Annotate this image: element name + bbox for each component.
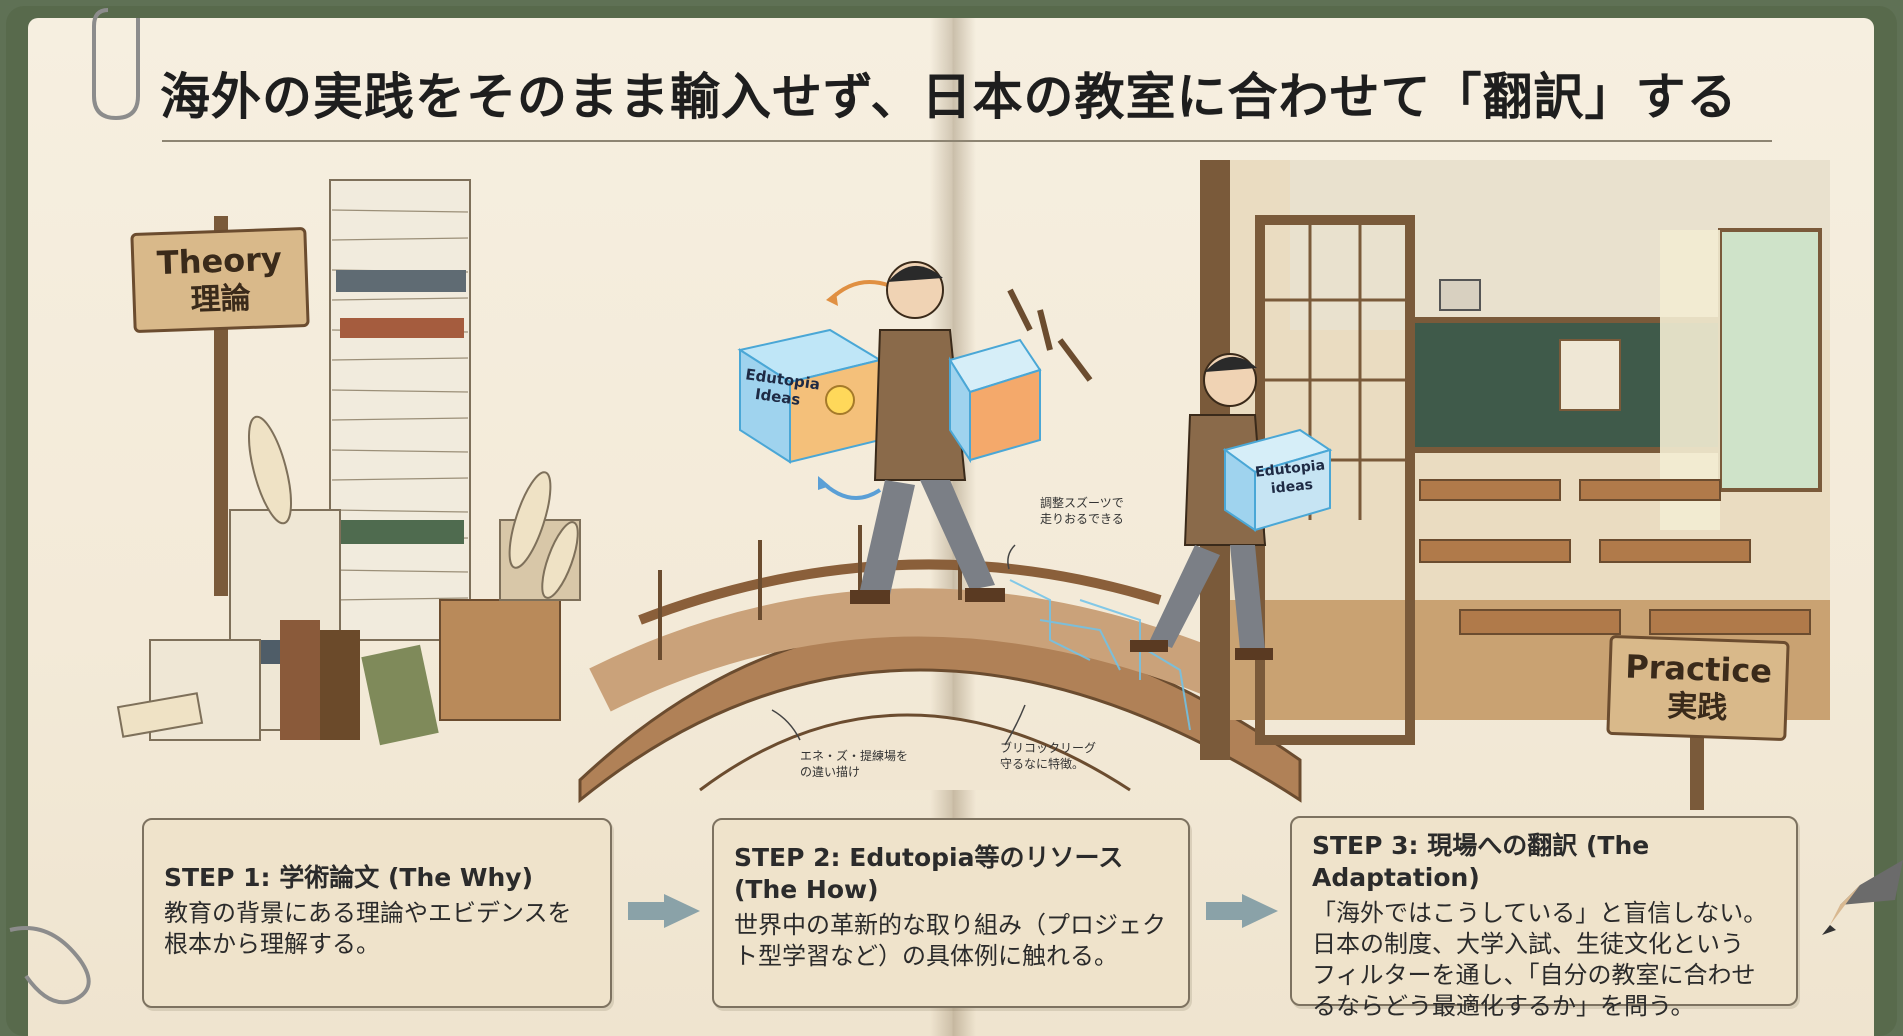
theory-sign-en: Theory: [156, 239, 283, 283]
annotation-bridge-top: 調整スズーツで 走りおるできる: [1040, 496, 1124, 526]
step-1-body: 教育の背景にある理論やエビデンスを 根本から理解する。: [164, 899, 572, 958]
right-cube-label: Edutopia ideas: [1253, 456, 1328, 499]
window: [1718, 228, 1822, 492]
teacher-figure-1: [850, 261, 1005, 604]
tools-icon: [1007, 288, 1093, 382]
edutopia-cube-carried: [948, 338, 1042, 464]
step-card-1: STEP 1: 学術論文 (The Why) 教育の背景にある理論やエビデンスを…: [142, 818, 612, 1008]
annotation-bridge-right: ブリコックリーグ 守るなに特徴。: [1000, 741, 1097, 771]
practice-sign-ja: 実践: [1666, 688, 1728, 727]
theory-sign: Theory 理論: [130, 226, 310, 334]
edutopia-cube-left: [737, 328, 883, 464]
practice-sign: Practice 実践: [1606, 634, 1790, 742]
step-1-title: STEP 1: 学術論文 (The Why): [164, 863, 533, 892]
lightbulb-icon: [825, 385, 855, 415]
books-pile: [116, 179, 581, 746]
annotation-bridge-left: エネ・ズ・提練場を の違い描け: [800, 749, 909, 779]
step-arrow-1: [628, 894, 700, 928]
step-card-2: STEP 2: Edutopia等のリソース (The How) 世界中の革新的…: [712, 818, 1190, 1008]
theory-sign-ja: 理論: [190, 280, 252, 319]
edutopia-cube-right: [1222, 428, 1333, 532]
paperclip-bottom-icon: [9, 926, 91, 1005]
title-divider: [162, 140, 1772, 142]
curved-arrow-bottom-icon: [818, 478, 882, 500]
step-3-body: 「海外ではこうしている」と盲信しない。 日本の制度、大学入試、生徒文化という フ…: [1312, 899, 1768, 1020]
speaker-icon: [1439, 279, 1481, 311]
step-arrow-2: [1206, 894, 1278, 928]
pencil-icon: [1822, 860, 1903, 935]
step-card-3: STEP 3: 現場への翻訳 (The Adaptation) 「海外ではこうし…: [1290, 816, 1798, 1020]
page-title: 海外の実践をそのまま輸入せず、日本の教室に合わせて「翻訳」する: [160, 68, 1738, 126]
step-2-title: STEP 2: Edutopia等のリソース (The How): [734, 843, 1124, 904]
step-2-body: 世界中の革新的な取り組み（プロジェク ト型学習など）の具体例に触れる。: [734, 911, 1166, 970]
step-3-title: STEP 3: 現場への翻訳 (The Adaptation): [1312, 831, 1650, 892]
calendar-icon: [1559, 339, 1621, 411]
practice-sign-en: Practice: [1624, 647, 1773, 691]
paperclip-icon: [92, 8, 140, 121]
